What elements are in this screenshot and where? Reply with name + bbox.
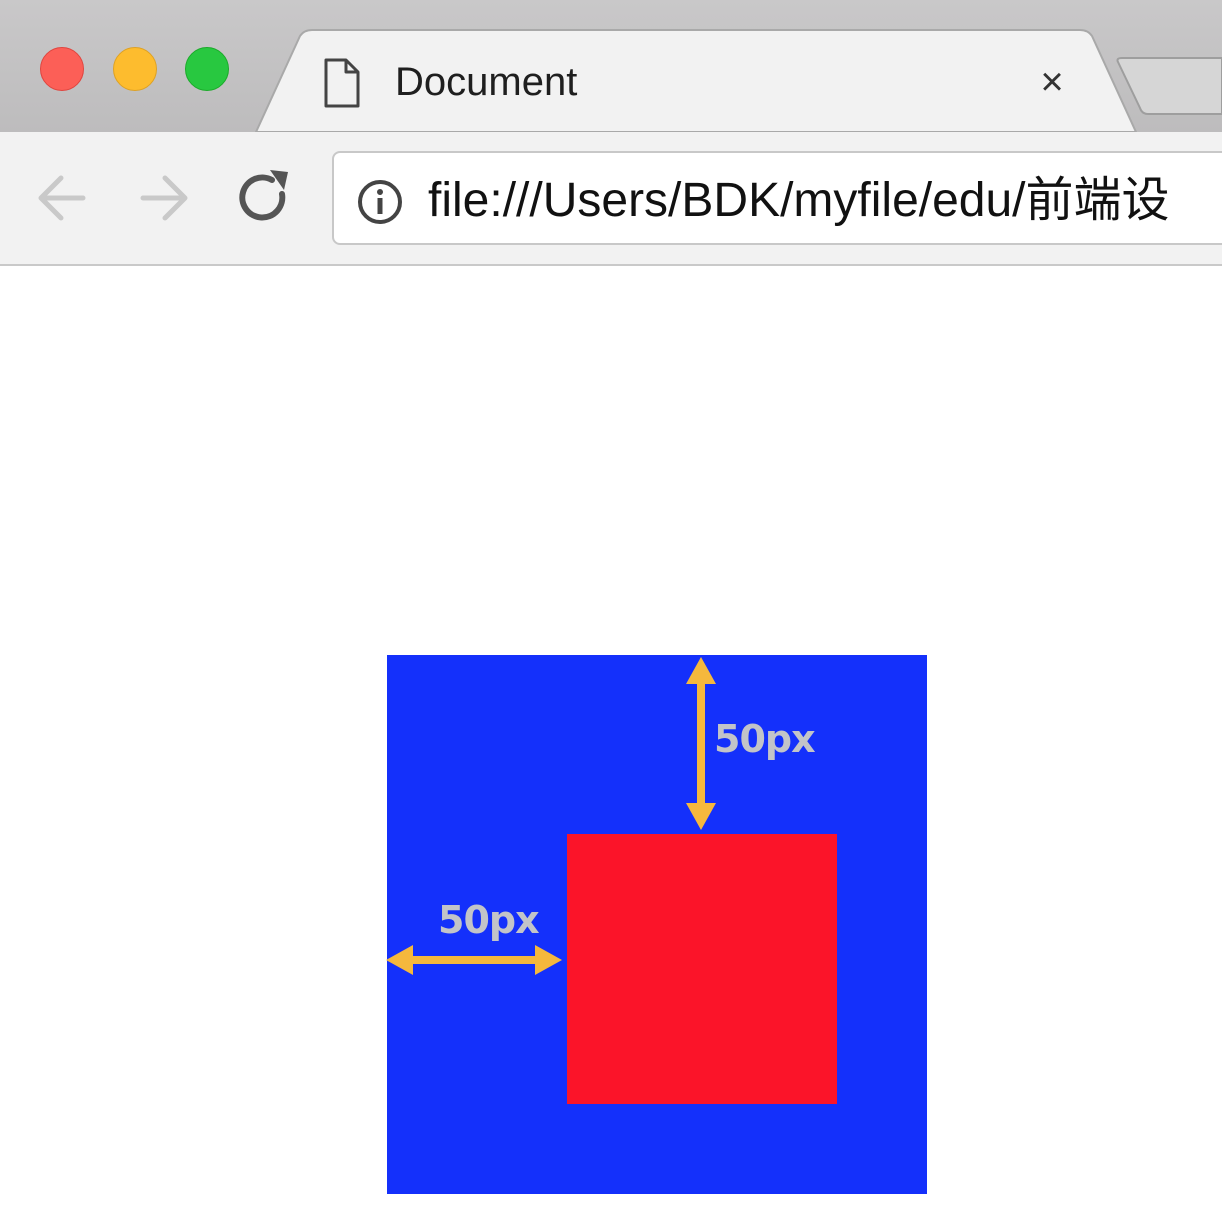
new-tab-button[interactable] xyxy=(1116,57,1222,115)
tab-shapes xyxy=(254,29,1222,132)
tab-title[interactable]: Document xyxy=(395,60,578,104)
back-arrow-icon[interactable] xyxy=(33,160,93,236)
reload-icon[interactable] xyxy=(234,160,294,236)
url-text[interactable]: file:///Users/BDK/myfile/edu/前端设 xyxy=(428,174,1170,227)
tab-close-icon[interactable]: × xyxy=(1040,60,1064,104)
forward-arrow-icon[interactable] xyxy=(133,160,193,236)
window-minimize-button[interactable] xyxy=(113,47,157,91)
active-tab[interactable] xyxy=(254,29,1138,132)
info-icon[interactable] xyxy=(356,178,404,226)
left-offset-label: 50px xyxy=(438,898,540,942)
document-icon xyxy=(324,58,360,108)
tab-strip: Document × xyxy=(0,0,1222,132)
window-close-button[interactable] xyxy=(40,47,84,91)
top-offset-label: 50px xyxy=(714,717,816,761)
address-bar[interactable]: file:///Users/BDK/myfile/edu/前端设 xyxy=(332,151,1222,245)
browser-toolbar: file:///Users/BDK/myfile/edu/前端设 xyxy=(0,132,1222,266)
inner-box xyxy=(567,834,837,1104)
window-zoom-button[interactable] xyxy=(185,47,229,91)
